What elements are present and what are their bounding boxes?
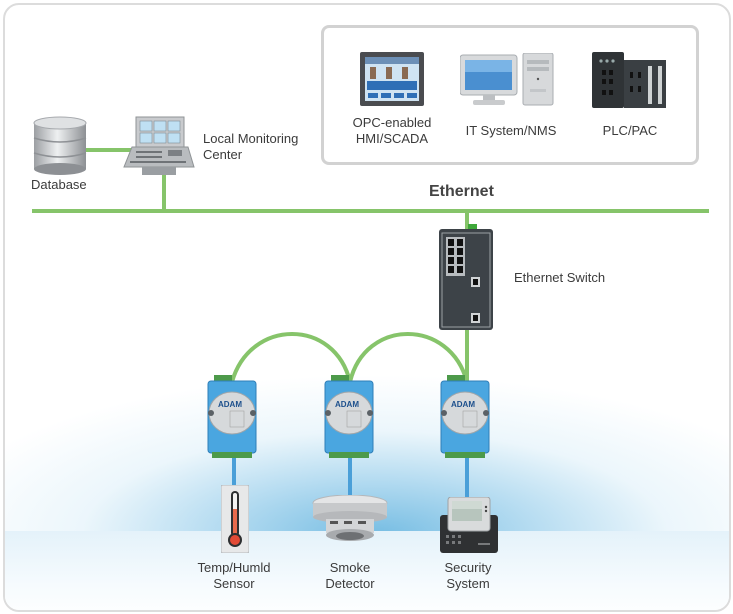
it-system-label: IT System/NMS <box>465 123 557 138</box>
svg-text:ADAM: ADAM <box>335 400 359 409</box>
security-label-line-2: System <box>446 576 490 591</box>
io-module-icon-1: ADAM <box>207 375 257 458</box>
temp-label-line-1: Temp/Humld <box>197 560 271 575</box>
daisy-chain-arc-2 <box>348 332 469 383</box>
monitoring-console-icon <box>123 116 195 175</box>
thermometer-icon <box>221 485 249 553</box>
smoke-label-line-2: Detector <box>325 576 375 591</box>
io-module-icon-2: ADAM <box>324 375 374 458</box>
daisy-chain-arc-1 <box>230 332 352 383</box>
database-icon <box>33 116 87 175</box>
database-label: Database <box>31 177 87 192</box>
monitoring-label-line-1: Local Monitoring <box>203 131 299 146</box>
io-module-icon-3: ADAM <box>440 375 490 458</box>
svg-text:ADAM: ADAM <box>451 400 475 409</box>
smoke-label-line-1: Smoke <box>329 560 371 575</box>
temp-label-line-2: Sensor <box>213 576 255 591</box>
security-system-label: Security System <box>418 560 518 592</box>
security-label-line-1: Security <box>444 560 492 575</box>
ethernet-switch-label: Ethernet Switch <box>514 270 606 285</box>
hmi-panel-icon <box>360 52 424 106</box>
monitoring-center-label: Local Monitoring Center <box>203 131 298 163</box>
temp-humid-sensor-label: Temp/Humld Sensor <box>184 560 284 592</box>
ethernet-switch-icon <box>439 224 493 330</box>
smoke-detector-icon <box>312 495 388 541</box>
plc-controller-icon <box>592 52 666 108</box>
security-panel-icon <box>440 497 498 553</box>
hmi-label-line-1: OPC-enabled <box>352 115 432 130</box>
monitoring-label-line-2: Center <box>203 147 243 162</box>
smoke-detector-label: Smoke Detector <box>300 560 400 592</box>
svg-text:ADAM: ADAM <box>218 400 242 409</box>
hmi-label-line-2: HMI/SCADA <box>355 131 429 146</box>
background-floor <box>5 531 729 610</box>
plc-pac-label: PLC/PAC <box>602 123 658 138</box>
desktop-computer-icon <box>460 53 554 106</box>
ethernet-title: Ethernet <box>429 183 494 200</box>
hmi-scada-label: OPC-enabled HMI/SCADA <box>339 115 445 147</box>
